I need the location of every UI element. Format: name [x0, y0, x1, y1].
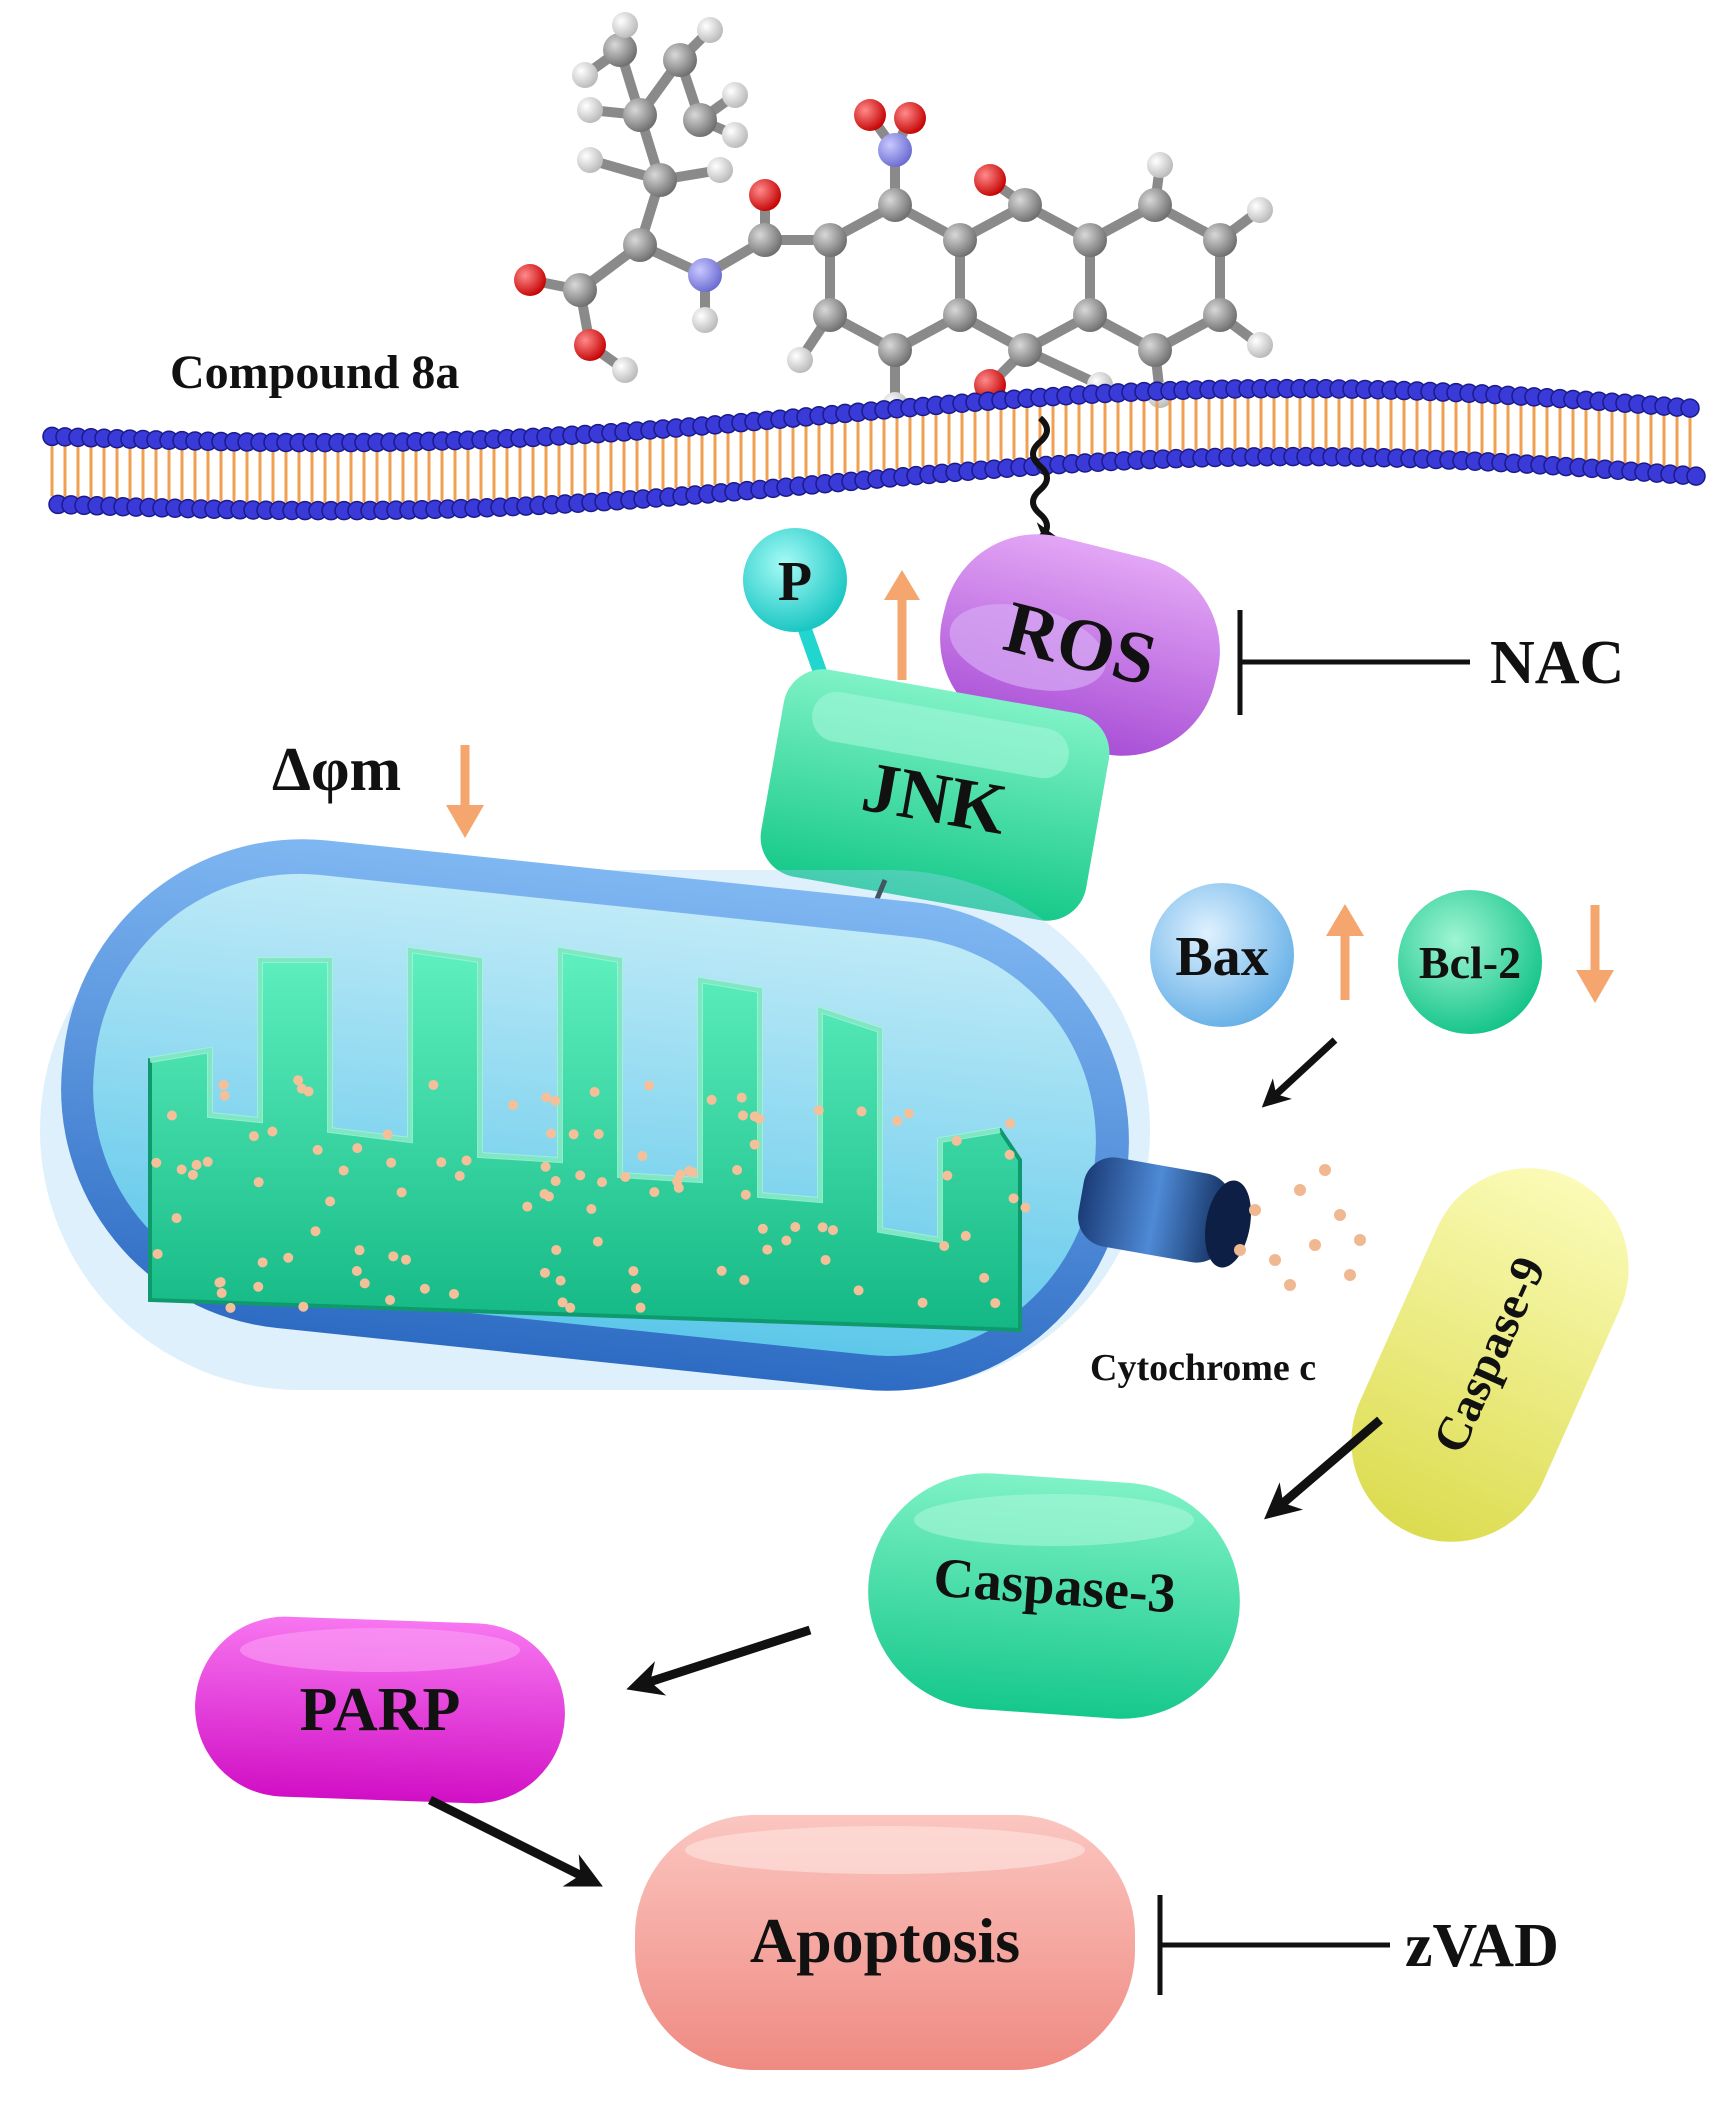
membrane-potential-down-arrow: [446, 745, 484, 838]
zvad-label: zVAD: [1405, 1912, 1559, 1980]
zvad-inhibition: [1157, 1895, 1390, 1995]
apoptosis-node: Apoptosis: [635, 1815, 1135, 2070]
nac-inhibition: [1237, 610, 1470, 715]
ros-up-arrow: [884, 570, 920, 680]
compound-label: Compound 8a: [170, 346, 459, 399]
ros-node: ROS: [940, 534, 1220, 756]
bax-label: Bax: [1175, 926, 1268, 988]
parp-node: PARP: [195, 1616, 565, 1804]
apoptosis-label: Apoptosis: [750, 1905, 1020, 1976]
jnk-node: JNK: [760, 669, 1110, 921]
bcl2-label: Bcl-2: [1419, 937, 1521, 988]
entry-squiggle-arrow: [1030, 415, 1064, 552]
bax-up-arrow: [1326, 904, 1364, 1000]
parp-to-apoptosis-arrow: [427, 1795, 603, 1887]
bcl2-node: [1398, 890, 1542, 1034]
phospho-label: P: [778, 551, 812, 613]
bcl2-down-arrow: [1576, 905, 1614, 1003]
mitochondrion-icon: [40, 839, 1150, 1391]
casp9-to-casp3-arrow: [1264, 1416, 1383, 1520]
released-cytochrome-c: [1234, 1164, 1366, 1291]
caspase3-node: Caspase-3: [868, 1473, 1240, 1719]
bax-to-channel-arrow: [1261, 1037, 1338, 1108]
nac-label: NAC: [1490, 629, 1624, 697]
casp3-to-parp-arrow: [626, 1625, 812, 1696]
cytochrome-c-label: Cytochrome c: [1090, 1347, 1316, 1389]
cytochrome-c-particles: [151, 1075, 1031, 1313]
bax-node: [1150, 883, 1294, 1027]
membrane-icon: [42, 378, 1706, 521]
parp-label: PARP: [300, 1676, 461, 1744]
caspase9-node: Caspase-9: [1351, 1168, 1629, 1542]
membrane-potential-label: Δφm: [272, 736, 401, 804]
phospho-node: [743, 528, 847, 632]
molecule-icon: [514, 12, 1273, 418]
